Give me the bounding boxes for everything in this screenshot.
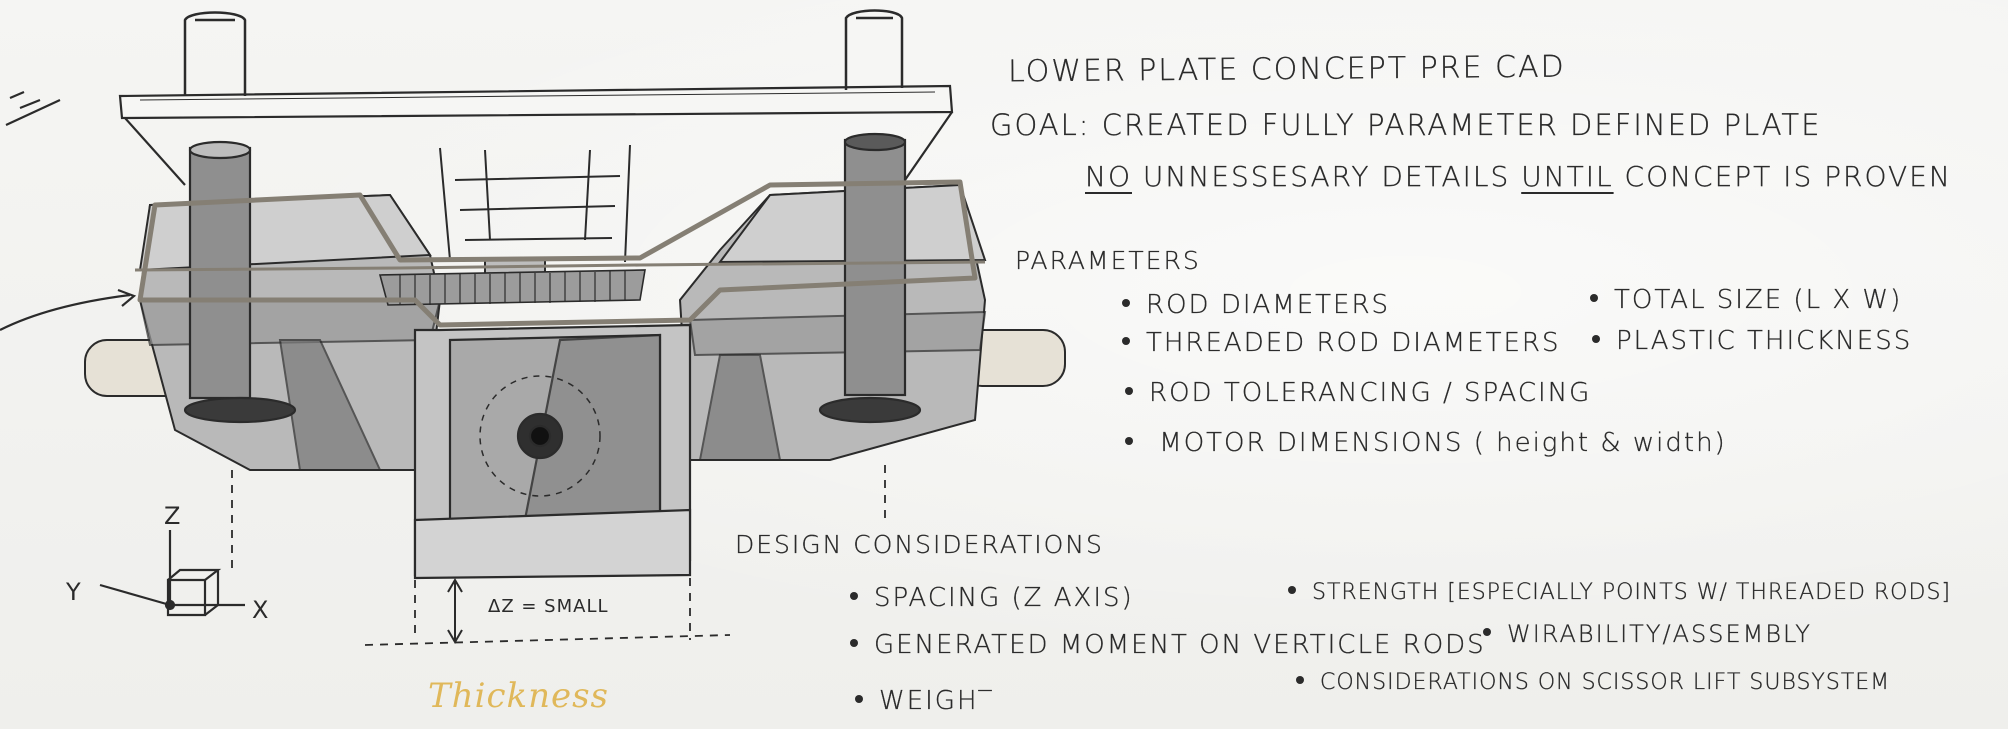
delta-z-label: ΔZ = SMALL [488, 596, 609, 617]
param-motor-dimensions: Motor dimensions ( height & width) [1125, 428, 1727, 458]
goal-prefix: Goal: [990, 108, 1091, 142]
goal-text: Created fully parameter defined plate [1101, 108, 1822, 142]
design-scissor-lift: Considerations on scissor lift subsystem [1296, 670, 1890, 695]
notes-title: Lower plate concept pre CAD [1007, 49, 1566, 90]
design-moment: Generated moment on verticle rods [850, 630, 1486, 660]
design-wirability: Wirability/assembly [1483, 620, 1812, 648]
thickness-label: Thickness [428, 676, 610, 716]
axis-y-label: Y [66, 578, 81, 606]
param-rod-tolerancing: Rod tolerancing / spacing [1125, 378, 1591, 408]
left-margin-fragments [0, 90, 137, 331]
dz-arrow [447, 578, 463, 644]
parameters-heading: Parameters [1015, 246, 1201, 275]
scope-line: No unnessesary details until concept is … [1085, 160, 1952, 193]
motor-prefix: Motor dimensions [1159, 428, 1464, 458]
scope-until: until [1521, 160, 1614, 193]
axis-z-label: Z [164, 502, 181, 530]
axis-x-label: X [252, 596, 269, 624]
motor-suffix: ( height & width) [1473, 428, 1727, 458]
design-heading: Design considerations [735, 530, 1104, 559]
scope-no: No [1085, 160, 1132, 193]
design-strength: Strength [especially points w/ threaded … [1288, 580, 1951, 605]
param-rod-diameters: Rod diameters [1122, 290, 1390, 320]
param-plastic-thickness: Plastic thickness [1592, 326, 1912, 356]
param-threaded-rod-diameters: Threaded rod diameters [1122, 328, 1560, 358]
center-housing [413, 323, 692, 580]
top-plate [118, 84, 954, 186]
param-total-size: Total size (L x W) [1590, 285, 1902, 315]
design-spacing: Spacing (z axis) [850, 583, 1134, 613]
right-block [678, 183, 987, 461]
top-handles [183, 9, 904, 96]
design-weight: Weigh‾ [855, 686, 994, 716]
left-block [138, 193, 442, 471]
scope-rest-2: concept is proven [1624, 160, 1952, 193]
side-rods [84, 329, 1066, 397]
threaded-rod [378, 269, 646, 306]
axes-widget [99, 530, 245, 617]
dimension-lines [231, 465, 886, 646]
plate-outline [134, 179, 986, 328]
scope-rest-1: unnessesary details [1142, 160, 1511, 193]
goal-line: Goal: Created fully parameter defined pl… [990, 108, 1821, 142]
